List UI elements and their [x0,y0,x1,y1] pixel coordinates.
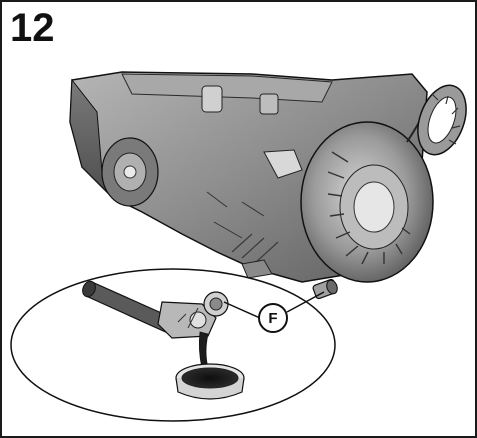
oil-drain-plug [312,278,338,300]
step-number: 12 [10,6,55,50]
recoil-starter-housing [300,121,434,283]
drain-extension-tube [82,280,229,339]
oil-drain-pan [175,363,245,400]
starter-handle [406,84,467,156]
callout-f: F [223,291,325,333]
callout-label: F [268,310,277,327]
detail-view [10,268,336,422]
